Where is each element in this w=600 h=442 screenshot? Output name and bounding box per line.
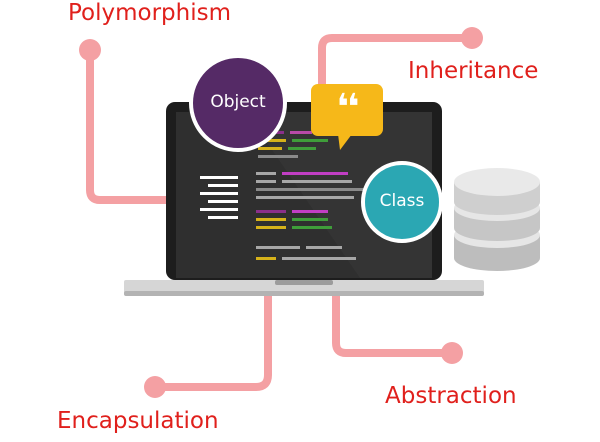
connector-dot-encapsulation — [144, 376, 166, 398]
class-label: Class — [379, 191, 425, 211]
label-inheritance: Inheritance — [408, 58, 539, 84]
database-icon — [454, 168, 540, 271]
connector-encapsulation — [151, 291, 272, 391]
class-bubble — [361, 161, 443, 243]
object-bubble — [189, 54, 287, 152]
connector-abstraction — [332, 291, 456, 357]
connector-inheritance — [318, 34, 476, 104]
speech-bubble-icon — [311, 84, 383, 150]
connector-dot-abstraction — [441, 342, 463, 364]
connector-polymorphism — [86, 46, 179, 204]
label-encapsulation: Encapsulation — [57, 408, 219, 434]
object-label: Object — [210, 92, 266, 112]
connector-dot-inheritance — [461, 27, 483, 49]
connector-dot-polymorphism — [79, 39, 101, 61]
quote-glyph: ❛❛ — [336, 87, 360, 128]
laptop-base — [124, 280, 484, 293]
menu-lines-icon — [200, 176, 238, 219]
code-lines — [256, 131, 366, 260]
label-abstraction: Abstraction — [385, 383, 517, 409]
label-polymorphism: Polymorphism — [68, 0, 232, 26]
laptop-notch — [275, 280, 333, 285]
